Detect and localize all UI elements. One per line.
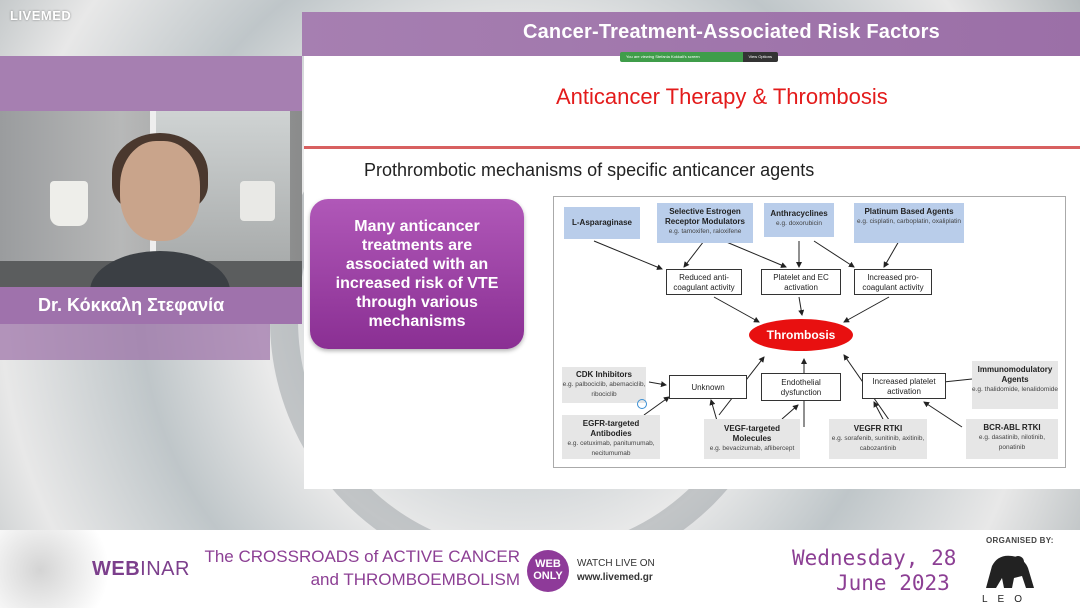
screenshare-notice: You are viewing Stefania Kokkali's scree… — [620, 52, 743, 62]
watch-live: WATCH LIVE ON www.livemed.gr — [577, 558, 655, 583]
callout-text: Many anticancer treatments are associate… — [335, 218, 499, 330]
title-divider — [304, 146, 1080, 149]
organised-by-label: ORGANISED BY: — [986, 536, 1054, 545]
event-title: The CROSSROADS of ACTIVE CANCER and THRO… — [204, 547, 520, 589]
agent-box: VEGFR RTKI e.g. sorafenib, sunitinib, ax… — [829, 419, 927, 459]
agent-box: Selective Estrogen Receptor Modulators e… — [657, 203, 753, 243]
webinar-label: WEBINAR — [92, 558, 190, 580]
agent-box: BCR-ABL RTKI e.g. dasatinib, nilotinib, … — [966, 419, 1058, 459]
agent-box: EGFR-targeted Antibodies e.g. cetuximab,… — [562, 415, 660, 459]
slide-title: Anticancer Therapy & Thrombosis — [556, 84, 888, 109]
view-options-button[interactable]: View Options — [742, 52, 778, 62]
brand-logo: LIVEMED — [10, 8, 72, 23]
mechanism-box: Increased pro-coagulant activity — [854, 269, 932, 295]
slide-subtitle: Prothrombotic mechanisms of specific ant… — [364, 160, 815, 180]
mouse-cursor-icon — [637, 399, 647, 409]
mechanism-box: Reduced anti-coagulant activity — [666, 269, 742, 295]
speaker-video — [0, 111, 302, 324]
web-only-badge: WEB ONLY — [527, 550, 569, 592]
speaker-name: Dr. Κόκκαλη Στεφανία — [38, 295, 225, 315]
header-bar: Cancer-Treatment-Associated Risk Factors — [302, 12, 1080, 56]
presentation-slide: Anticancer Therapy & Thrombosis Prothrom… — [304, 56, 1080, 489]
mechanism-box: Endothelial dysfunction — [761, 373, 841, 401]
thrombosis-node: Thrombosis — [749, 319, 853, 351]
event-footer: WEBINAR The CROSSROADS of ACTIVE CANCER … — [0, 530, 1080, 608]
mechanism-box: Increased platelet activation — [862, 373, 946, 399]
callout-box: Many anticancer treatments are associate… — [310, 199, 524, 349]
speaker-name-bar: Dr. Κόκκαλη Στεφανία — [0, 287, 302, 324]
footer-decoration — [0, 530, 130, 608]
agent-box: Immunomodulatory Agents e.g. thalidomide… — [972, 361, 1058, 409]
event-date: Wednesday, 28 — [792, 546, 957, 570]
agent-box: Platinum Based Agents e.g. cisplatin, ca… — [854, 203, 964, 243]
mechanism-box: Platelet and EC activation — [761, 269, 841, 295]
event-date-month: June 2023 — [836, 571, 950, 595]
agent-box: CDK Inhibitors e.g. palbociclib, abemaci… — [562, 367, 646, 403]
decor-band — [0, 324, 270, 360]
watch-url-link[interactable]: www.livemed.gr — [577, 572, 653, 583]
agent-box: VEGF-targeted Molecules e.g. bevacizumab… — [704, 419, 800, 459]
agent-box: L-Asparaginase — [564, 207, 640, 239]
header-title: Cancer-Treatment-Associated Risk Factors — [522, 21, 940, 43]
mechanism-box: Unknown — [669, 375, 747, 399]
lamp-image — [50, 181, 88, 226]
decor-band — [0, 56, 302, 111]
mechanism-diagram: L-Asparaginase Selective Estrogen Recept… — [553, 196, 1066, 468]
agent-box: Anthracyclines e.g. doxorubicin — [764, 203, 834, 237]
sponsor-name: LEO — [982, 594, 1033, 605]
leo-lion-logo — [986, 555, 1034, 588]
screenshare-bar: You are viewing Stefania Kokkali's scree… — [620, 52, 778, 62]
